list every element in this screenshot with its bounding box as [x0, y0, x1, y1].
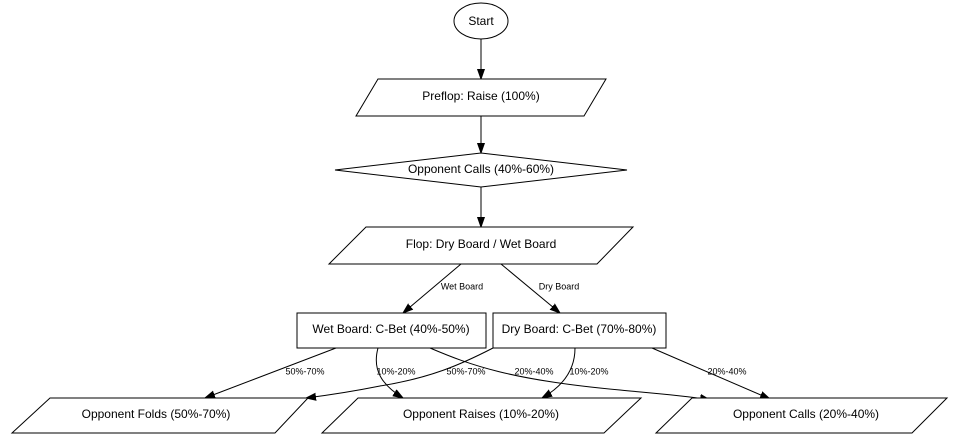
- edge-label-wet-raises: 10%-20%: [376, 366, 415, 376]
- opponent-calls-flop-parallelogram: [654, 397, 949, 434]
- edge-label-dry-folds: 50%-70%: [446, 366, 485, 376]
- edge-wet-to-raises: [375, 347, 403, 398]
- dry-board-label: Dry Board: C-Bet (70%-80%): [502, 322, 657, 336]
- node-dry-board-cbet[interactable]: Dry Board: C-Bet (70%-80%): [492, 312, 667, 349]
- node-opponent-raises[interactable]: Opponent Raises (10%-20%): [320, 397, 643, 434]
- edge-labels: Wet Board Dry Board 50%-70% 10%-20% 50%-…: [285, 281, 746, 376]
- edge-dry-to-folds: [306, 347, 494, 398]
- node-opponent-folds[interactable]: Opponent Folds (50%-70%): [10, 397, 310, 434]
- flop-label: Flop: Dry Board / Wet Board: [406, 237, 557, 251]
- dry-board-rect: [492, 312, 667, 349]
- edge-flop-to-dry-board: [500, 263, 560, 313]
- edge-wet-to-folds: [205, 347, 337, 398]
- preflop-parallelogram: [355, 78, 607, 117]
- edges: [205, 39, 770, 400]
- edge-wet-to-calls: [429, 347, 710, 400]
- edge-dry-to-raises: [542, 347, 576, 398]
- start-ellipse: [453, 2, 509, 40]
- opponent-folds-parallelogram: [10, 397, 310, 434]
- edge-dry-to-calls: [651, 347, 770, 399]
- start-label: Start: [468, 14, 494, 28]
- node-start[interactable]: Start: [453, 2, 509, 40]
- node-opponent-calls-flop[interactable]: Opponent Calls (20%-40%): [654, 397, 949, 434]
- opponent-raises-parallelogram: [320, 397, 643, 434]
- opponent-folds-label: Opponent Folds (50%-70%): [82, 407, 231, 421]
- edge-label-wet-board: Wet Board: [441, 281, 483, 291]
- edge-label-wet-folds: 50%-70%: [285, 366, 324, 376]
- edge-label-wet-calls: 20%-40%: [514, 366, 553, 376]
- node-preflop-raise[interactable]: Preflop: Raise (100%): [355, 78, 607, 117]
- node-opponent-calls-preflop[interactable]: Opponent Calls (40%-60%): [334, 152, 628, 188]
- opponent-calls-diamond: [334, 152, 628, 188]
- node-flop[interactable]: Flop: Dry Board / Wet Board: [327, 226, 635, 265]
- edge-flop-to-wet-board: [403, 263, 462, 313]
- flop-parallelogram: [327, 226, 635, 265]
- opponent-calls-label: Opponent Calls (40%-60%): [408, 162, 554, 176]
- edge-label-dry-raises: 10%-20%: [569, 366, 608, 376]
- wet-board-rect: [296, 312, 487, 349]
- opponent-raises-label: Opponent Raises (10%-20%): [403, 407, 559, 421]
- wet-board-label: Wet Board: C-Bet (40%-50%): [312, 322, 469, 336]
- node-wet-board-cbet[interactable]: Wet Board: C-Bet (40%-50%): [296, 312, 487, 349]
- preflop-label: Preflop: Raise (100%): [422, 89, 539, 103]
- edge-label-dry-board: Dry Board: [539, 281, 580, 291]
- edge-label-dry-calls: 20%-40%: [707, 366, 746, 376]
- opponent-calls-flop-label: Opponent Calls (20%-40%): [733, 407, 879, 421]
